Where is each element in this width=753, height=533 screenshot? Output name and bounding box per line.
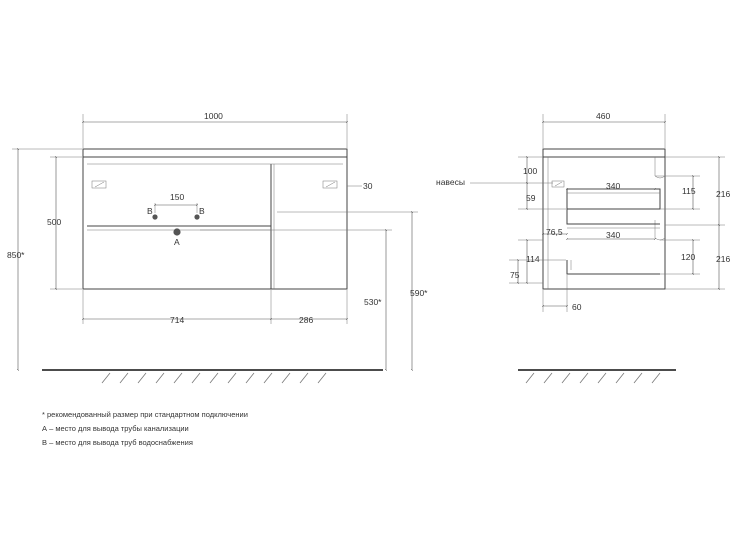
drawer-bottom-outline — [566, 209, 660, 275]
dim-340-top-label: 340 — [606, 181, 620, 191]
dim-340-bottom-label: 340 — [606, 230, 620, 240]
dim-30-label: 30 — [363, 181, 373, 191]
dim-60-label: 60 — [572, 302, 582, 312]
dim-216-bottom-label: 216 — [716, 254, 730, 264]
hole-b-left-label: B — [147, 206, 153, 216]
hole-b-right-icon — [194, 214, 200, 220]
dim-114-label: 114 — [526, 254, 540, 264]
note-recommended: * рекомендованный размер при стандартном… — [42, 410, 248, 419]
dim-286-label: 286 — [299, 315, 313, 325]
dim-76-5-label: 76,5 — [546, 227, 563, 237]
legend-notes: * рекомендованный размер при стандартном… — [42, 410, 248, 447]
hole-b-left-icon — [152, 214, 158, 220]
dim-714-label: 714 — [170, 315, 184, 325]
dim-460-label: 460 — [596, 111, 610, 121]
cabinet-body-outline — [82, 156, 348, 290]
dim-115-label: 115 — [682, 186, 696, 196]
hinge-right-icon — [322, 180, 338, 189]
countertop-outline — [82, 148, 348, 158]
hinge-left-icon — [91, 180, 107, 189]
dim-590-label: 590* — [410, 288, 428, 298]
side-view: 460 навесы 100 59 114 75 76,5 340 340 11… — [436, 111, 730, 384]
front-view: B B A 150 1000 850* 500 30 590* 530* — [7, 111, 428, 384]
floor-hatch-front — [101, 372, 327, 384]
dim-500-label: 500 — [47, 217, 61, 227]
floor-hatch-side — [525, 372, 661, 384]
dim-850-label: 850* — [7, 250, 25, 260]
hole-a-icon — [173, 228, 181, 236]
hole-b-right-label: B — [199, 206, 205, 216]
dim-120-label: 120 — [681, 252, 695, 262]
note-point-b: В – место для вывода труб водоснабжения — [42, 438, 193, 447]
dim-216-top-label: 216 — [716, 189, 730, 199]
side-hinge-icon — [551, 180, 565, 188]
dim-150-label: 150 — [170, 192, 184, 202]
dim-100-label: 100 — [523, 166, 537, 176]
drawer-top-outline — [566, 188, 661, 210]
note-point-a: А – место для вывода трубы канализации — [42, 424, 189, 433]
dim-530-label: 530* — [364, 297, 382, 307]
hinges-label: навесы — [436, 177, 465, 187]
hole-a-label: A — [174, 237, 180, 247]
dim-59-label: 59 — [526, 193, 536, 203]
side-body-outline — [542, 148, 666, 290]
dim-75-label: 75 — [510, 270, 520, 280]
dim-1000-label: 1000 — [204, 111, 223, 121]
